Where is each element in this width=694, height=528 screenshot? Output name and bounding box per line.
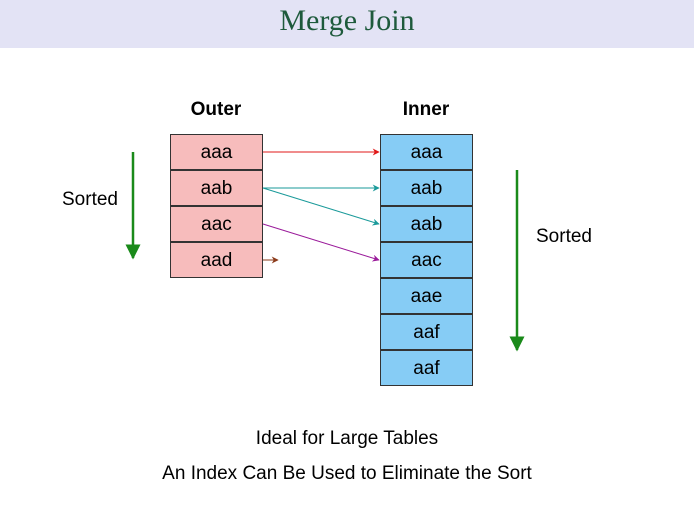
page-title: Merge Join bbox=[279, 4, 415, 37]
outer-header: Outer bbox=[190, 99, 242, 120]
inner-header: Inner bbox=[402, 99, 450, 120]
connection-arrow bbox=[262, 223, 380, 262]
connection-arrow bbox=[262, 187, 380, 226]
inner-row: aaf bbox=[380, 350, 473, 386]
inner-row: aab bbox=[380, 206, 473, 242]
inner-row: aae bbox=[380, 278, 473, 314]
title-bar bbox=[0, 0, 694, 48]
inner-row: aaa bbox=[380, 134, 473, 170]
outer-row: aad bbox=[170, 242, 263, 278]
inner-sorted-label: Sorted bbox=[536, 226, 592, 247]
inner-row: aab bbox=[380, 170, 473, 206]
outer-row: aac bbox=[170, 206, 263, 242]
outer-row: aaa bbox=[170, 134, 263, 170]
caption-2: An Index Can Be Used to Eliminate the So… bbox=[162, 463, 532, 484]
caption-1: Ideal for Large Tables bbox=[255, 428, 439, 449]
inner-row: aac bbox=[380, 242, 473, 278]
inner-row: aaf bbox=[380, 314, 473, 350]
outer-sorted-label: Sorted bbox=[62, 189, 118, 210]
outer-row: aab bbox=[170, 170, 263, 206]
